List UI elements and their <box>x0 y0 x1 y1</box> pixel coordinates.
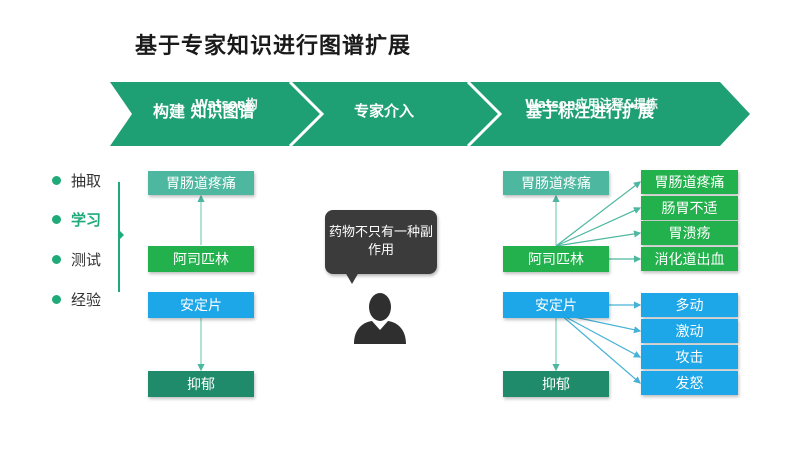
right-node-depression: 抑郁 <box>503 371 609 397</box>
stage-1-overlay: Watson构 <box>195 97 258 111</box>
expert-speech-bubble: 药物不只有一种副作用 <box>325 210 437 274</box>
slide-title: 基于专家知识进行图谱扩展 <box>135 34 412 59</box>
sidebar-item-experience[interactable]: 经验 <box>52 289 101 310</box>
process-banner <box>110 82 750 146</box>
sidebar-item-test[interactable]: 测试 <box>52 249 101 270</box>
sidebar-item-label: 抽取 <box>71 172 102 190</box>
left-node-aspirin: 阿司匹林 <box>148 246 254 272</box>
effect-node-green-4: 消化道出血 <box>641 247 738 271</box>
bullet-dot-icon <box>52 295 61 304</box>
right-node-valium: 安定片 <box>503 292 609 318</box>
bullet-dot-icon <box>52 176 61 185</box>
effect-node-blue-3: 攻击 <box>641 345 738 369</box>
right-node-aspirin: 阿司匹林 <box>503 246 609 272</box>
edge-valium-effect-3 <box>559 313 642 358</box>
edge-aspirin-effect-2 <box>555 207 642 247</box>
effect-node-green-1: 胃肠道疼痛 <box>641 170 738 194</box>
sidebar-item-learn[interactable]: 学习 <box>52 209 101 230</box>
stage-1-label: 构建 知识图谱 <box>153 102 255 121</box>
effect-node-green-2: 肠胃不适 <box>641 196 738 220</box>
stage-chevron-2 <box>290 82 500 146</box>
sidebar-item-extract[interactable]: 抽取 <box>52 170 101 191</box>
effect-node-green-3: 胃溃疡 <box>641 221 738 245</box>
left-node-valium: 安定片 <box>148 292 254 318</box>
stage-3-overlay: Watson应用注释&提炼 <box>525 97 659 111</box>
sidebar-item-label: 学习 <box>71 211 102 229</box>
right-node-pain: 胃肠道疼痛 <box>503 171 609 195</box>
bullet-dot-icon <box>52 215 61 224</box>
effect-node-blue-2: 激动 <box>641 319 738 343</box>
speech-bubble-tail <box>345 272 359 284</box>
sidebar-item-label: 经验 <box>71 291 102 309</box>
edge-aspirin-effect-3 <box>555 230 642 247</box>
stage-chevron-1 <box>110 82 322 146</box>
effect-node-blue-1: 多动 <box>641 293 738 317</box>
effect-node-blue-4: 发怒 <box>641 371 738 395</box>
sidebar-pointer-icon <box>118 229 124 241</box>
stage-3-label: 基于标注进行扩展 <box>526 102 655 121</box>
stage-2-label: 专家介入 <box>354 102 415 120</box>
bullet-dot-icon <box>52 255 61 264</box>
left-node-pain: 胃肠道疼痛 <box>148 171 254 195</box>
expert-person-icon <box>354 293 406 344</box>
sidebar-item-label: 测试 <box>71 251 102 269</box>
stage-chevron-3 <box>468 82 750 146</box>
left-node-depression: 抑郁 <box>148 371 254 397</box>
